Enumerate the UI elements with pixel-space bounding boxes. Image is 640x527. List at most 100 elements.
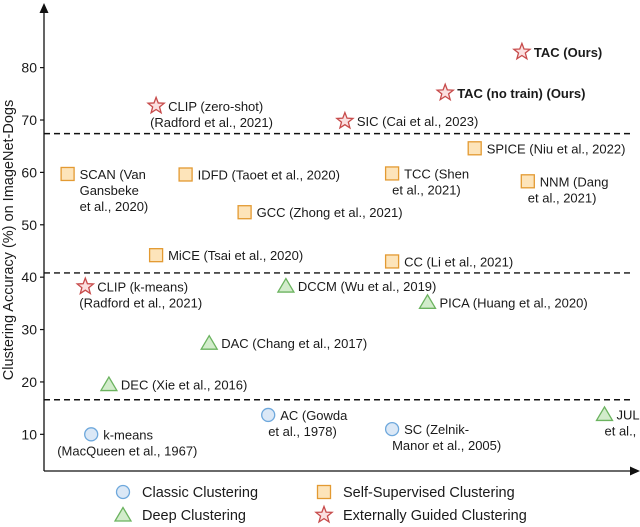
data-point-square (178, 167, 193, 182)
y-axis-label: Clustering Accuracy (%) on ImageNet-Dogs (1, 100, 17, 380)
data-point-group: JULE (Yanget al., 2016) (595, 405, 640, 438)
data-point-group: GCC (Zhong et al., 2021) (237, 205, 403, 220)
point-label: (Radford et al., 2021) (150, 115, 273, 130)
legend-triangle-icon (113, 506, 133, 522)
point-label: (Radford et al., 2021) (79, 296, 202, 311)
point-label: et al., 1978) (268, 424, 337, 439)
data-point-group: TAC (no train) (Ours) (435, 82, 586, 102)
point-label: DEC (Xie et al., 2016) (121, 378, 247, 393)
data-point-group: DEC (Xie et al., 2016) (99, 375, 247, 393)
data-point-group: PICA (Huang et al., 2020) (418, 293, 588, 310)
data-point-group: CLIP (k-means)(Radford et al., 2021) (75, 276, 202, 311)
point-label: CC (Li et al., 2021) (404, 254, 513, 269)
data-point-group: SC (Zelnik-Manor et al., 2005) (384, 421, 501, 453)
data-point-group: k-means(MacQueen et al., 1967) (57, 427, 197, 458)
legend-item-ssl: Self-Supervised Clustering (316, 484, 515, 501)
point-label: TCC (Shen (404, 166, 469, 181)
data-point-circle (261, 407, 276, 423)
y-tick-label: 40 (21, 269, 37, 285)
data-point-triangle (99, 375, 119, 392)
data-point-star (435, 82, 456, 102)
point-label: CLIP (zero-shot) (168, 99, 263, 114)
data-point-group: IDFD (Taoet et al., 2020) (178, 167, 340, 182)
legend-label: Self-Supervised Clustering (343, 485, 515, 501)
data-point-triangle (595, 405, 614, 422)
data-point-square (467, 141, 482, 156)
y-tick-label: 70 (21, 112, 37, 128)
point-label: (MacQueen et al., 1967) (57, 443, 197, 458)
legend-item-deep: Deep Clustering (113, 506, 246, 524)
point-label: SCAN (Van (80, 167, 146, 182)
legend-label: Deep Clustering (142, 508, 246, 524)
point-label: Gansbeke (80, 183, 139, 198)
data-point-group: CC (Li et al., 2021) (384, 254, 513, 269)
data-point-group: MiCE (Tsai et al., 2020) (148, 248, 303, 263)
data-point-group: SIC (Cai et al., 2023) (335, 110, 478, 130)
data-point-triangle (418, 293, 437, 309)
data-point-square (60, 166, 75, 182)
data-point-group: DCCM (Wu et al., 2019) (276, 277, 436, 294)
point-label: JULE (Yang (617, 407, 640, 422)
point-label: et al., 2020) (80, 199, 149, 214)
data-point-square (148, 248, 164, 263)
y-tick-label: 80 (21, 60, 37, 76)
point-label: CLIP (k-means) (97, 280, 188, 295)
y-tick-label: 50 (21, 217, 37, 233)
point-label: SIC (Cai et al., 2023) (357, 114, 478, 129)
y-tick-label: 10 (21, 426, 37, 442)
axes (39, 3, 640, 476)
legend-square-icon (316, 484, 332, 500)
legend-label: Externally Guided Clustering (343, 508, 527, 524)
y-ticks: 10 20 30 40 50 60 70 80 (21, 60, 44, 442)
legend-item-classic: Classic Clustering (115, 484, 258, 501)
data-point-triangle (276, 277, 296, 293)
data-point-group: CLIP (zero-shot)(Radford et al., 2021) (146, 95, 273, 130)
data-point-triangle (200, 334, 219, 350)
data-point-star (335, 110, 355, 130)
data-point-square (520, 174, 535, 189)
point-label: PICA (Huang et al., 2020) (440, 295, 588, 310)
point-label: Manor et al., 2005) (392, 438, 501, 453)
point-label: et al., 2021) (528, 190, 597, 205)
point-label: GCC (Zhong et al., 2021) (257, 205, 403, 220)
data-point-circle (384, 421, 400, 437)
point-label: DCCM (Wu et al., 2019) (298, 279, 436, 294)
point-label: SC (Zelnik- (404, 422, 469, 437)
x-axis-arrowhead (630, 466, 640, 476)
y-axis-arrowhead (39, 3, 49, 13)
y-tick-label: 20 (21, 374, 37, 390)
point-label: MiCE (Tsai et al., 2020) (168, 248, 303, 263)
data-point-group: DAC (Chang et al., 2017) (200, 334, 367, 351)
legend-item-ext: Externally Guided Clustering (314, 504, 527, 524)
y-tick-label: 60 (21, 164, 37, 180)
data-points: k-means(MacQueen et al., 1967)AC (Gowdae… (57, 41, 640, 458)
point-label: NNM (Dang (540, 174, 609, 189)
data-point-square (237, 205, 252, 220)
data-point-square (384, 166, 400, 181)
data-point-group: SPICE (Niu et al., 2022) (467, 141, 626, 156)
point-label: et al., 2021) (392, 182, 461, 197)
threshold-lines (44, 132, 632, 401)
data-point-group: TAC (Ours) (512, 41, 602, 61)
point-label: AC (Gowda (280, 408, 348, 423)
point-label: IDFD (Taoet et al., 2020) (198, 167, 340, 182)
legend-label: Classic Clustering (142, 485, 258, 501)
data-point-star (512, 41, 532, 61)
point-label: SPICE (Niu et al., 2022) (487, 141, 626, 156)
data-point-circle (84, 427, 99, 442)
point-label: k-means (103, 427, 153, 442)
data-point-square (384, 254, 400, 269)
point-label: DAC (Chang et al., 2017) (221, 336, 367, 351)
point-label: et al., 2016) (605, 423, 640, 438)
data-point-star (75, 276, 96, 295)
point-label: TAC (Ours) (534, 45, 602, 60)
data-point-star (146, 95, 166, 115)
legend: Classic Clustering Self-Supervised Cluste… (113, 484, 527, 524)
legend-circle-icon (115, 484, 131, 500)
y-tick-label: 30 (21, 322, 37, 338)
